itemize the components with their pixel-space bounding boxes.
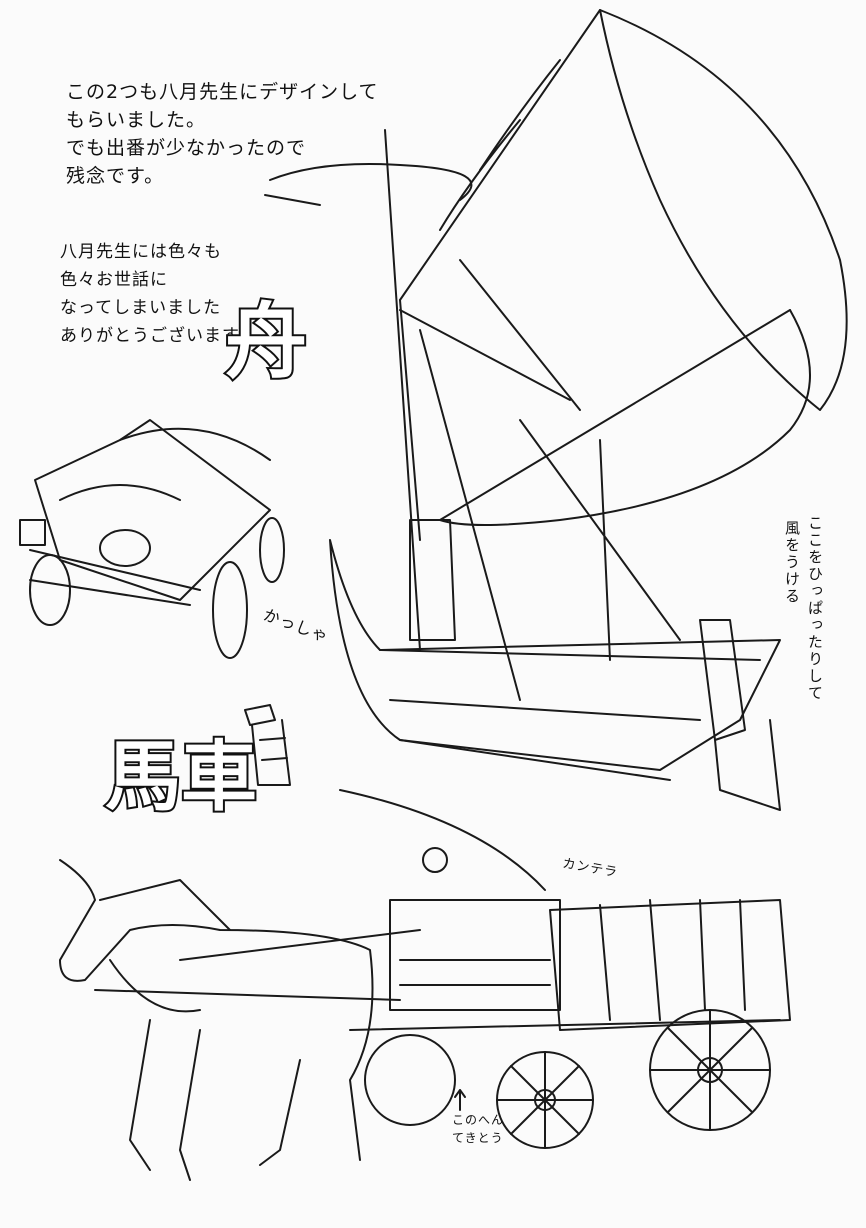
- pull-rope-label: ここをひっぱったりして: [806, 515, 824, 702]
- this-area-label-1: このへん: [452, 1113, 505, 1127]
- thanks-note: 八月先生には色々も 色々お世話に なってしまいました ありがとうございます。: [60, 242, 257, 346]
- horse-sketch: [59, 859, 421, 1181]
- this-area-label-2: てきとう: [452, 1131, 504, 1145]
- boat-sketch: [264, 9, 848, 811]
- boat-heading: 舟: [223, 293, 309, 392]
- wagon-sketch: [339, 789, 791, 1149]
- carriage-heading: 馬車: [103, 730, 259, 823]
- design-note: この2つも八月先生にデザインして もらいました。 でも出番が少なかったので 残念…: [66, 81, 379, 187]
- cart-sketch: [19, 419, 285, 659]
- lantern-sketch: [244, 704, 291, 786]
- catch-wind-label: 風をうける: [783, 520, 801, 605]
